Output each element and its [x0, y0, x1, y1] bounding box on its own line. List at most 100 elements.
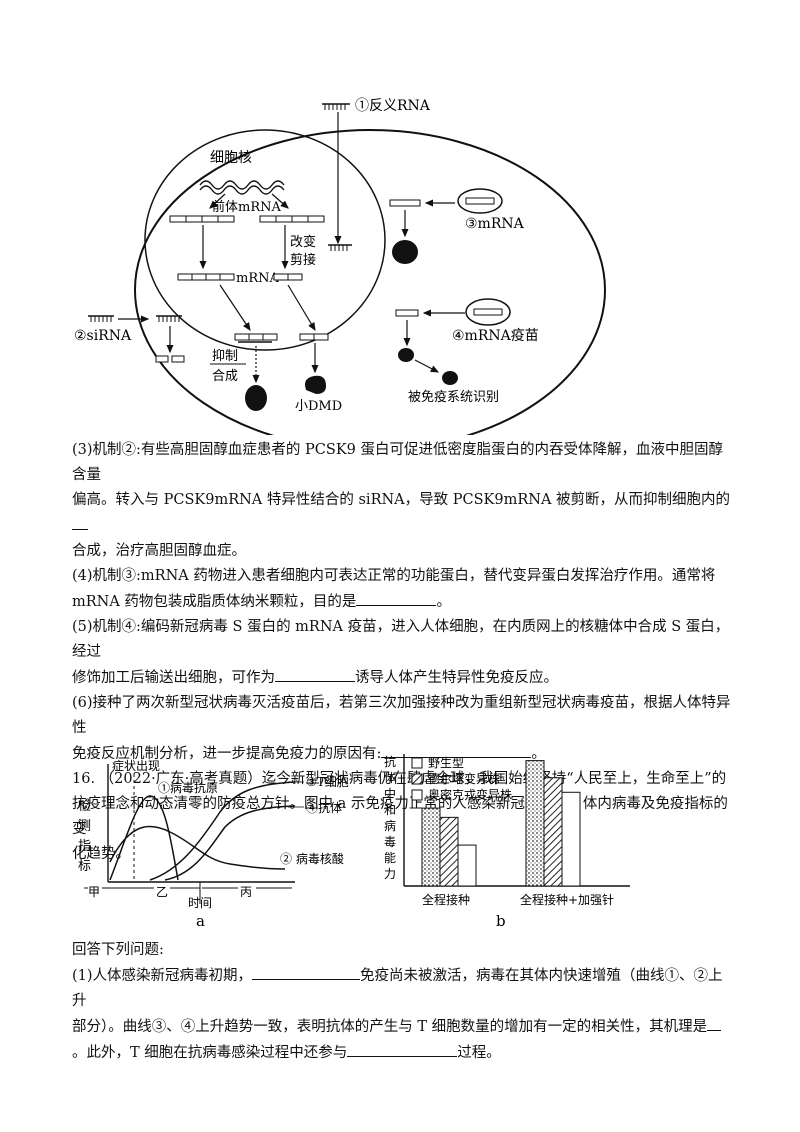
- q4-blank[interactable]: [356, 589, 437, 606]
- chart-b-ylabel-3: 和: [384, 803, 396, 817]
- bar-1-2: [561, 791, 581, 887]
- chart-b-cat-1: 全程接种+加强针: [520, 892, 614, 907]
- bar-1-1: [543, 777, 563, 887]
- label-antisense: ①反义RNA: [355, 98, 431, 114]
- q5-blank[interactable]: [275, 665, 355, 682]
- q5-line1: (5)机制④:编码新冠病毒 S 蛋白的 mRNA 疫苗，进入人体细胞，在内质网上…: [72, 619, 730, 660]
- label-pre-mrna: 前体mRNA: [212, 199, 281, 215]
- q6-line2: 免疫反应机制分析，进一步提高免疫力的原因有:。: [72, 741, 732, 767]
- chart-a-ylabel-1: 测: [78, 819, 91, 834]
- chart-a-symptom: 症状出现: [112, 758, 160, 773]
- curve-t-cell: [149, 781, 296, 881]
- liposome-1: [457, 188, 503, 214]
- bar-0-1: [439, 816, 459, 887]
- chart-a-yi: 乙: [156, 885, 168, 899]
- q6-line1: (6)接种了两次新型冠状病毒灭活疫苗后，若第三次加强接种改为重组新型冠状病毒疫苗…: [72, 695, 731, 736]
- bar-0-2: [457, 844, 477, 887]
- pre-mrna-right: [259, 215, 325, 223]
- legend-swatch-2: [411, 789, 423, 801]
- chart-a-jia: 甲: [88, 885, 100, 899]
- question-block-2: 回答下列问题: (1)人体感染新冠病毒初期，免疫尚未被激活，病毒在其体内快速增殖…: [72, 938, 732, 1066]
- q3-blank[interactable]: [72, 513, 88, 530]
- label-nucleus: 细胞核: [210, 150, 252, 166]
- chart-b-panel: b: [496, 912, 506, 930]
- chart-b-ylabel-0: 抗: [384, 754, 396, 769]
- q16-line3: 化趋势。: [72, 846, 130, 862]
- antisense-rna-icon: [322, 103, 350, 110]
- label-synthesis: 合成: [212, 369, 238, 384]
- label-inhibit: 抑制: [212, 349, 238, 364]
- q5-line2: 修饰加工后输送出细胞，可作为诱导人体产生特异性免疫反应。: [72, 665, 732, 691]
- question-block-1: (3)机制②:有些高胆固醇血症患者的 PCSK9 蛋白可促进低密度脂蛋白的内吞受…: [72, 438, 732, 867]
- chart-b-ylabel-2: 中: [384, 786, 396, 801]
- secreted-blob: [442, 371, 458, 385]
- bar-0-0: [421, 807, 441, 887]
- chart-b-ylabel-4: 病: [384, 818, 396, 833]
- chart-b-ylabel-6: 能: [384, 851, 396, 865]
- label-drug-mrna: ③mRNA: [465, 216, 525, 232]
- chart-b-ylabel-5: 毒: [384, 835, 396, 849]
- a1-blank-1[interactable]: [252, 963, 361, 980]
- label-mrna: mRNA: [236, 271, 279, 286]
- a1-line3: 。此外，T 细胞在抗病毒感染过程中还参与过程。: [72, 1040, 732, 1066]
- cut-mrna: [155, 355, 185, 363]
- s-protein-blob: [398, 348, 414, 362]
- q3-line1: (3)机制②:有些高胆固醇血症患者的 PCSK9 蛋白可促进低密度脂蛋白的内吞受…: [72, 442, 723, 483]
- chart-a-label-c1: ①病毒抗原: [158, 780, 218, 795]
- chart-a-label-c4: ④抗体: [306, 800, 342, 815]
- chart-a-xlabel: 时间: [188, 896, 212, 910]
- q16-line1: 16. （2022·广东·高考真题）迄今新型冠状病毒仍在肆虐全球，我国始终坚持“…: [72, 771, 727, 787]
- protein-blob-1: [245, 385, 267, 411]
- chart-b-ylabel-1: 体: [384, 771, 396, 785]
- label-small-dmd: 小DMD: [295, 399, 342, 414]
- legend-swatch-1: [411, 773, 423, 785]
- mrna-dmd: [299, 333, 329, 341]
- legend-label-1: 德尔塔变异株: [428, 771, 500, 786]
- label-alter-1: 改变: [290, 234, 316, 250]
- q4-line2: mRNA 药物包装成脂质体纳米颗粒，目的是。: [72, 589, 732, 615]
- cell-membrane: [134, 129, 606, 435]
- chart-a-ylabel-2: 指: [78, 839, 91, 854]
- chart-a-panel: a: [196, 912, 205, 930]
- label-immune-recognized: 被免疫系统识别: [408, 389, 499, 405]
- chart-b-cat-0: 全程接种: [422, 892, 470, 907]
- legend-label-0: 野生型: [428, 756, 464, 770]
- chart-b-ylabel-7: 力: [384, 867, 396, 881]
- q6-blank[interactable]: [381, 741, 532, 758]
- a1-line2: 部分）。曲线③、④上升趋势一致，表明抗体的产生与 T 细胞数量的增加有一定的相关…: [72, 1014, 732, 1040]
- label-mrna-vaccine: ④mRNA疫苗: [452, 328, 539, 344]
- curve-antibody: [164, 805, 296, 881]
- a1-blank-3[interactable]: [347, 1040, 458, 1057]
- label-sirna: ②siRNA: [74, 328, 132, 344]
- mrna-sirna-complex: [234, 333, 278, 341]
- a1-blank-2[interactable]: [707, 1014, 722, 1031]
- mrna-left: [177, 273, 235, 281]
- small-dmd-blob: [305, 375, 326, 394]
- pre-mrna-left: [169, 215, 235, 223]
- dna-squiggle: [199, 180, 285, 195]
- protein-blob-2: [392, 240, 418, 264]
- chart-a-label-c2: ② 病毒核酸: [280, 851, 344, 866]
- drug-mrna-bar: [389, 199, 421, 207]
- q4-line1: (4)机制③:mRNA 药物进入患者细胞内可表达正常的功能蛋白，替代变异蛋白发挥…: [72, 568, 716, 584]
- a1-line1: (1)人体感染新冠病毒初期，免疫尚未被激活，病毒在其体内快速增殖（曲线①、②上升: [72, 963, 732, 1014]
- liposome-2: [465, 298, 511, 326]
- q3-line2: 偏高。转入与 PCSK9mRNA 特异性结合的 siRNA，导致 PCSK9mR…: [72, 488, 732, 539]
- sirna-icon-inside: [156, 315, 182, 322]
- legend-swatch-0: [411, 757, 423, 769]
- chart-a-ylabel-3: 标: [78, 859, 91, 874]
- vaccine-mrna-bar: [395, 309, 419, 317]
- chart-a-ylabel-0: 检: [78, 799, 91, 814]
- mechanism-diagram: ①反义RNA 细胞核 前体mRNA 改变 剪接 mRNA ②siRNA: [74, 98, 606, 435]
- chart-a-bing: 丙: [240, 885, 252, 899]
- legend-label-2: 奥密克戎变异株: [428, 787, 512, 802]
- bar-1-0: [525, 760, 545, 887]
- sirna-icon-outside: [88, 315, 114, 322]
- mrna-right: [273, 273, 303, 281]
- q3-line3: 合成，治疗高胆固醇血症。: [72, 543, 246, 559]
- nucleus-membrane: [144, 129, 386, 351]
- chart-a: 症状出现 检 测 指 标 ①病毒抗原 ③T细胞 ④抗体 ② 病毒核酸 甲 乙 丙…: [78, 758, 349, 930]
- curve-antigen: [109, 795, 179, 881]
- answer-intro: 回答下列问题:: [72, 942, 164, 958]
